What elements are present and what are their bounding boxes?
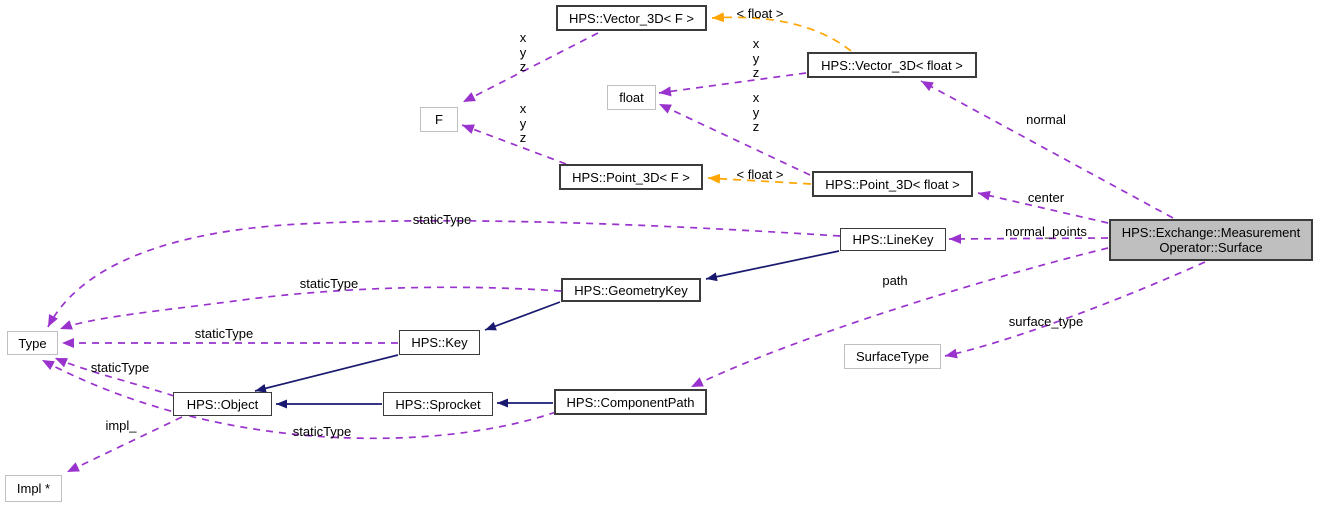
- node-label: SurfaceType: [856, 349, 929, 364]
- edge-label-statictype-key: staticType: [194, 326, 254, 341]
- node-label: HPS::LineKey: [852, 232, 934, 247]
- node-label: float: [619, 90, 644, 105]
- node-label: HPS::Vector_3D< float >: [821, 57, 963, 73]
- edge-label-z: z: [752, 65, 760, 80]
- node-hps-object[interactable]: HPS::Object: [173, 392, 272, 416]
- edge-path: [690, 247, 1109, 388]
- node-label: HPS::Object: [186, 396, 259, 412]
- edge-template-vector: [711, 12, 852, 52]
- edge-label-y: y: [752, 104, 760, 120]
- node-hps-point-3d-float[interactable]: HPS::Point_3D< float >: [812, 171, 973, 197]
- node-label: HPS::Point_3D< F >: [572, 169, 690, 185]
- node-label: F: [435, 112, 443, 127]
- edge-inherit-linekey-geometrykey: [705, 250, 840, 282]
- edge-label-impl: impl_: [105, 418, 137, 433]
- edge-label-statictype-linekey: staticType: [412, 212, 472, 227]
- edge-label-center: center: [1027, 190, 1065, 205]
- node-f: F: [420, 107, 458, 132]
- node-label: HPS::ComponentPath: [566, 394, 695, 410]
- node-label-line2: Operator::Surface: [1159, 240, 1263, 255]
- edge-label-statictype-object: staticType: [90, 360, 150, 375]
- node-hps-key[interactable]: HPS::Key: [399, 330, 480, 355]
- edge-label-xyz-point3df: x y z: [519, 101, 527, 146]
- edge-impl: [66, 416, 183, 473]
- edge-xyz-vector3dfloat-to-float: [658, 72, 807, 97]
- node-label: HPS::Point_3D< float >: [825, 176, 960, 192]
- edge-label-z: z: [752, 119, 760, 134]
- edge-statictype-componentpath: [41, 359, 557, 440]
- node-label: HPS::Sprocket: [395, 396, 481, 412]
- node-hps-sprocket[interactable]: HPS::Sprocket: [383, 392, 493, 416]
- node-hps-componentpath[interactable]: HPS::ComponentPath: [554, 389, 707, 415]
- edge-label-y: y: [519, 44, 527, 60]
- edge-label-xyz-vector3dfloat: x y z: [752, 36, 760, 81]
- node-type: Type: [7, 331, 58, 355]
- edge-normal: [920, 80, 1174, 219]
- edge-normal-points: [948, 233, 1109, 244]
- edge-label-y: y: [519, 115, 527, 131]
- edge-label-x: x: [752, 36, 760, 51]
- node-impl-ptr: Impl *: [5, 475, 62, 502]
- edge-label-x: x: [752, 90, 760, 105]
- edge-surface-type: [944, 261, 1206, 359]
- edge-label-xyz-vector3df: x y z: [519, 30, 527, 75]
- edge-label-path: path: [882, 273, 908, 288]
- edge-label-z: z: [519, 130, 527, 145]
- node-label: Type: [18, 335, 47, 351]
- edge-label-statictype-componentpath: staticType: [292, 424, 352, 439]
- node-hps-vector-3d-float[interactable]: HPS::Vector_3D< float >: [807, 52, 977, 78]
- edge-statictype-object: [54, 357, 175, 397]
- edge-inherit-key-object: [254, 354, 399, 393]
- edge-label-x: x: [519, 101, 527, 116]
- node-float: float: [607, 85, 656, 110]
- edge-inherit-geometrykey-key: [484, 301, 561, 331]
- edge-label-z: z: [519, 59, 527, 74]
- edge-xyz-vector3df-to-f: [462, 32, 599, 103]
- node-surfacetype: SurfaceType: [844, 344, 941, 369]
- edge-label-template-float-point: < float >: [736, 167, 784, 182]
- node-label-line1: HPS::Exchange::Measurement: [1121, 225, 1301, 240]
- node-hps-vector-3d-f[interactable]: HPS::Vector_3D< F >: [556, 5, 707, 31]
- node-label: HPS::GeometryKey: [574, 282, 688, 298]
- edge-center: [977, 190, 1109, 224]
- node-hps-geometrykey[interactable]: HPS::GeometryKey: [561, 278, 701, 302]
- node-label: HPS::Vector_3D< F >: [568, 10, 694, 26]
- edge-xyz-point3df-to-f: [461, 124, 567, 165]
- edge-label-surface-type: surface_type: [1008, 314, 1084, 329]
- edge-label-normal: normal: [1026, 112, 1066, 127]
- edge-label-x: x: [519, 30, 527, 45]
- edge-label-statictype-geometrykey: staticType: [299, 276, 359, 291]
- edge-label-template-float-vector: < float >: [736, 6, 784, 21]
- node-hps-linekey[interactable]: HPS::LineKey: [840, 228, 946, 251]
- edge-label-y: y: [752, 50, 760, 66]
- node-hps-point-3d-f[interactable]: HPS::Point_3D< F >: [559, 164, 703, 190]
- node-label: Impl *: [16, 481, 51, 496]
- edge-statictype-geometrykey: [59, 286, 562, 330]
- edge-label-xyz-point3dfloat: x y z: [752, 90, 760, 135]
- node-hps-exchange-measurementoperator-surface: HPS::Exchange::Measurement Operator::Sur…: [1109, 219, 1313, 261]
- edge-statictype-linekey: [47, 219, 841, 328]
- node-label: HPS::Key: [411, 335, 468, 350]
- edge-label-normal-points: normal_points: [1005, 224, 1087, 239]
- edge-xyz-point3dfloat-to-float: [658, 103, 811, 176]
